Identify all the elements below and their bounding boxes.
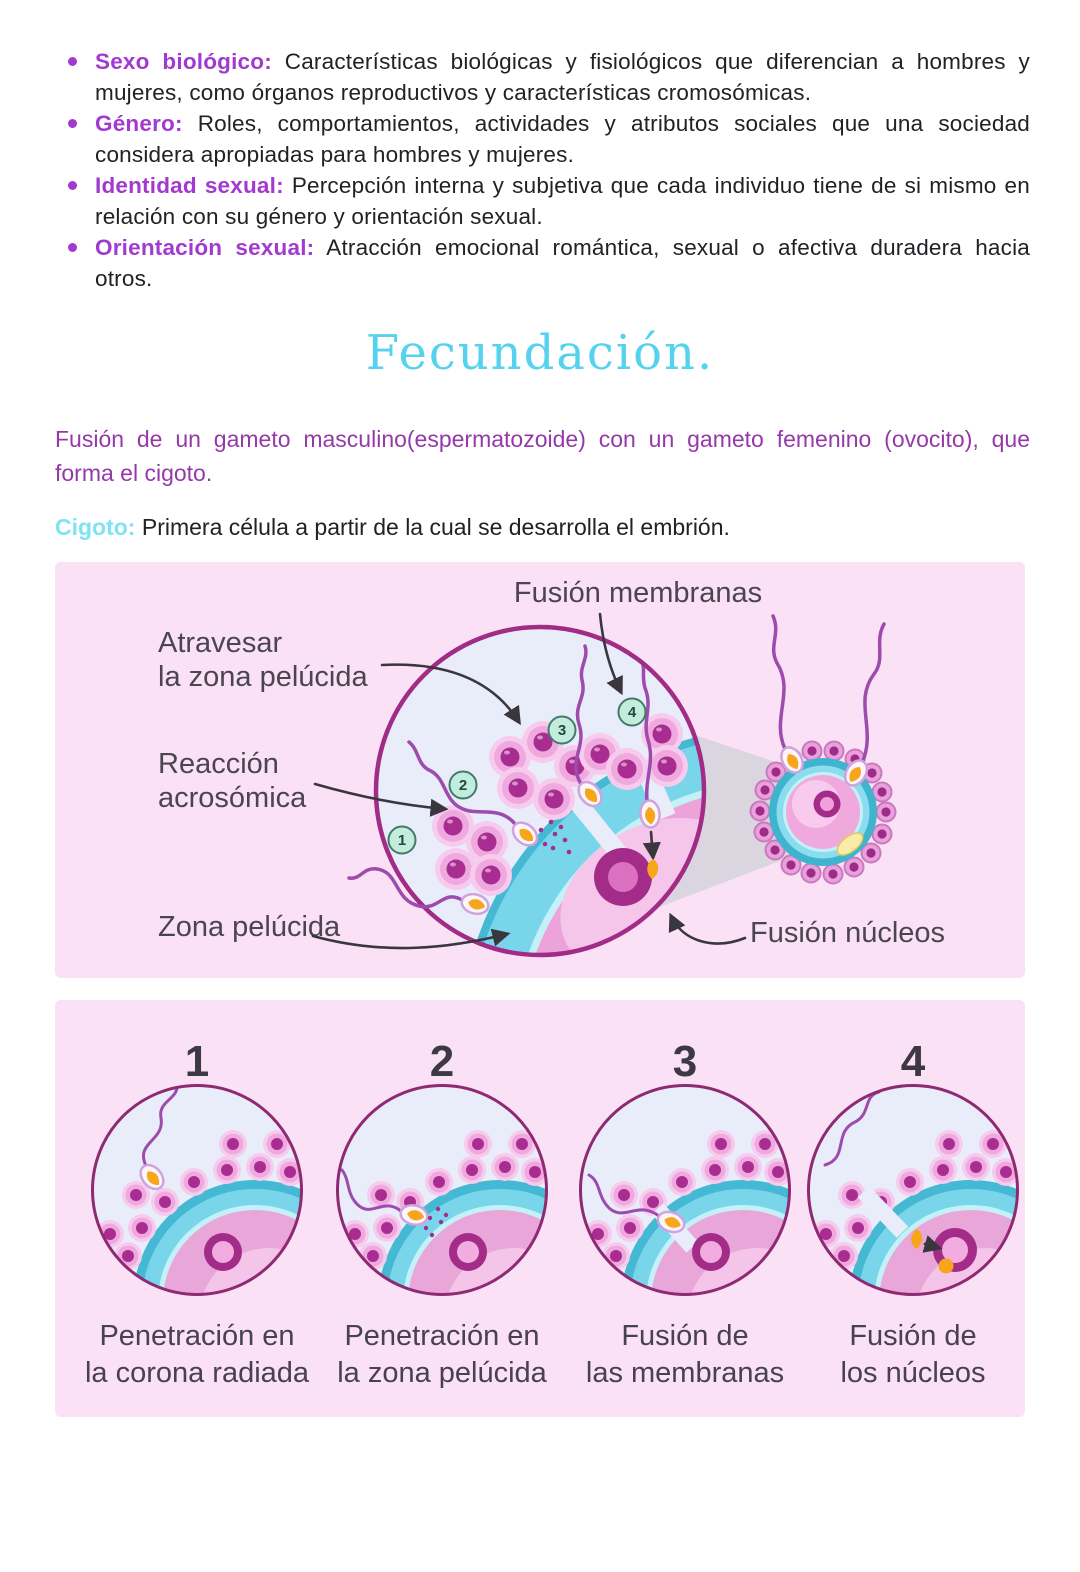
definition-text: Roles, comportamientos, actividades y at… — [95, 111, 1030, 167]
sperm-icon — [340, 1168, 449, 1238]
fertilization-stages-diagram: 1 Penetración en la corona radiada 2 — [85, 1037, 1019, 1389]
stage-caption: Fusión de — [621, 1320, 748, 1352]
sperm-icon — [407, 740, 572, 855]
fertilization-stages-panel: 1 Penetración en la corona radiada 2 — [55, 1000, 1025, 1417]
label-arrows — [311, 612, 747, 950]
list-item: Sexo biológico: Características biológic… — [68, 46, 1030, 108]
list-item: Orientación sexual: Atracción emocional … — [68, 232, 1030, 294]
stage-number: 3 — [673, 1037, 697, 1086]
label-atravesar-2: la zona pelúcida — [158, 661, 368, 693]
sperm-icon — [572, 644, 608, 812]
zygote-text: Primera célula a partir de la cual se de… — [135, 514, 730, 540]
definition-term: Orientación sexual: — [95, 235, 315, 260]
sperm-icon — [587, 1173, 689, 1237]
definition-text: Características biológicas y fisiológico… — [95, 49, 1030, 105]
definition-text: Atracción emocional romántica, sexual o … — [95, 235, 1030, 291]
definition-term: Género: — [95, 111, 183, 136]
label-atravesar: Atravesar — [158, 627, 282, 659]
stage-2: 2 Penetración en la zona pelúcida — [336, 1037, 548, 1389]
sperm-icon — [823, 1090, 943, 1253]
stage-1: 1 Penetración en la corona radiada — [85, 1037, 310, 1389]
badge-number: 1 — [398, 832, 406, 849]
badge: 4 — [617, 697, 647, 727]
stage-caption: Penetración en — [344, 1320, 539, 1352]
acrosome-dots — [538, 819, 572, 855]
sperm-icon — [771, 614, 809, 778]
stage-circle — [579, 1084, 791, 1296]
stage-caption: Fusión de — [849, 1320, 976, 1352]
label-zona-pelucida: Zona pelúcida — [158, 911, 341, 943]
stage-caption: las membranas — [586, 1357, 784, 1389]
badge-number: 2 — [459, 777, 467, 794]
stage-circle — [807, 1084, 1019, 1296]
badge-number: 4 — [628, 704, 637, 721]
acrosome-dots — [423, 1206, 449, 1238]
fertilization-diagram: 1 2 3 4 Fusión membranas Atravesar la zo… — [158, 577, 945, 958]
zygote-term: Cigoto: — [55, 514, 136, 540]
step-badges: 1 2 3 4 — [387, 697, 647, 855]
magnified-circle-outline — [373, 624, 707, 958]
label-reaccion: Reacción — [158, 748, 279, 780]
stage-number: 1 — [185, 1037, 209, 1086]
label-fusion-membranas: Fusión membranas — [514, 577, 762, 609]
label-fusion-nucleos: Fusión núcleos — [750, 917, 945, 949]
stage-caption: los núcleos — [840, 1357, 985, 1389]
definition-term: Identidad sexual: — [95, 173, 284, 198]
stage-circle — [91, 1084, 303, 1296]
badge: 2 — [448, 770, 478, 800]
sperm-nucleus — [647, 859, 659, 879]
sperm-icon — [134, 1086, 179, 1195]
page-title: Fecundación. — [365, 325, 715, 381]
sperm-icon — [637, 656, 663, 879]
list-item: Identidad sexual: Percepción interna y s… — [68, 170, 1030, 232]
badge-number: 3 — [558, 722, 566, 739]
sperm-icon — [839, 622, 886, 791]
sperm-nucleus — [911, 1229, 923, 1249]
intro-paragraph: Fusión de un gameto masculino(espermatoz… — [55, 426, 1030, 486]
fertilized-egg-icon — [749, 614, 897, 885]
stage-4: 4 Fusión de los núcleos — [807, 1037, 1019, 1389]
stage-circle — [336, 1084, 548, 1296]
label-acrosomica: acrosómica — [158, 782, 307, 814]
fertilization-diagram-panel: 1 2 3 4 Fusión membranas Atravesar la zo… — [55, 562, 1025, 978]
badge: 1 — [387, 825, 417, 855]
sperm-nucleus — [938, 1258, 954, 1274]
sperm-icon — [347, 867, 492, 918]
stage-caption: la corona radiada — [85, 1357, 310, 1389]
badge: 3 — [547, 715, 577, 745]
definitions-list: Sexo biológico: Características biológic… — [68, 46, 1030, 294]
stage-3: 3 Fusión de las membranas — [579, 1037, 791, 1389]
egg-nucleus — [594, 848, 652, 906]
stage-caption: Penetración en — [99, 1320, 294, 1352]
stage-caption: la zona pelúcida — [337, 1357, 547, 1389]
stage-number: 4 — [901, 1037, 926, 1086]
stage-number: 2 — [430, 1037, 454, 1086]
zygote-line: Cigoto: Primera célula a partir de la cu… — [55, 512, 1030, 542]
definition-term: Sexo biológico: — [95, 49, 272, 74]
definition-text: Percepción interna y subjetiva que cada … — [95, 173, 1030, 229]
list-item: Género: Roles, comportamientos, activida… — [68, 108, 1030, 170]
